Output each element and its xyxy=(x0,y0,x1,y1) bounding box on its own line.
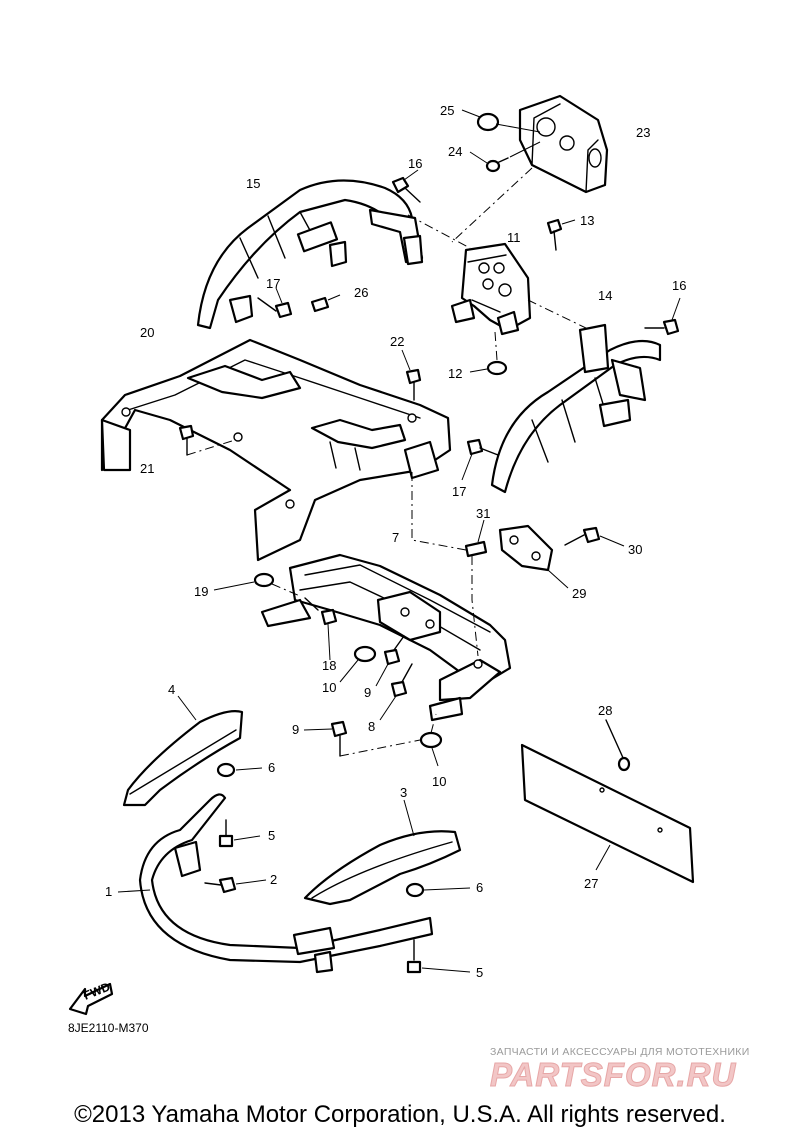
part-8-bolt xyxy=(379,663,413,721)
part-14-rail-right xyxy=(490,323,662,494)
callout-labels: 1 2 3 4 5 5 6 6 7 8 9 9 10 10 11 12 13 1… xyxy=(105,103,686,980)
part-31-label xyxy=(464,519,488,558)
part-18-bolt xyxy=(304,597,338,661)
part-7-frame xyxy=(260,553,512,722)
fwd-arrow-icon: FWD xyxy=(68,979,114,1016)
part-25-cap xyxy=(461,109,541,133)
part-16-bolt-right xyxy=(644,297,681,336)
callout-3: 3 xyxy=(400,785,407,800)
callout-21: 21 xyxy=(140,461,154,476)
callout-10-upper: 10 xyxy=(322,680,336,695)
assembly-dash-lines xyxy=(407,167,591,331)
callout-16-left: 16 xyxy=(408,156,422,171)
callout-29: 29 xyxy=(572,586,586,601)
callout-4: 4 xyxy=(168,682,175,697)
part-27-plate xyxy=(520,743,695,884)
part-9-bolt-lower xyxy=(303,720,421,757)
callout-9-upper: 9 xyxy=(364,685,371,700)
callout-7: 7 xyxy=(392,530,399,545)
part-15-rail-left xyxy=(196,179,424,330)
part-5-bolt-right xyxy=(406,939,471,974)
part-21-bolt xyxy=(178,424,236,456)
callout-6-right: 6 xyxy=(476,880,483,895)
part-19-washer xyxy=(213,572,301,597)
part-22-bolt xyxy=(401,349,422,401)
callout-28: 28 xyxy=(598,703,612,718)
watermark-tagline: ЗАПЧАСТИ И АКСЕССУАРЫ ДЛЯ МОТОТЕХНИКИ xyxy=(490,1046,750,1058)
callout-27: 27 xyxy=(584,876,598,891)
callout-5-left: 5 xyxy=(268,828,275,843)
part-16-bolt-left xyxy=(391,169,421,203)
part-20-rear-fender xyxy=(100,338,452,562)
callout-9-lower: 9 xyxy=(292,722,299,737)
callout-15: 15 xyxy=(246,176,260,191)
callout-5-right: 5 xyxy=(476,965,483,980)
part-6-collar-right xyxy=(405,882,471,898)
callout-30: 30 xyxy=(628,542,642,557)
callout-25: 25 xyxy=(440,103,454,118)
part-12-washer xyxy=(469,331,508,376)
callout-14: 14 xyxy=(598,288,612,303)
callout-20: 20 xyxy=(140,325,154,340)
part-26-label xyxy=(310,294,341,313)
dash-line-fender-to-frame xyxy=(411,472,479,657)
part-23-rear-cover xyxy=(518,94,609,194)
part-10-nut-upper xyxy=(339,645,377,683)
part-24-screw xyxy=(469,141,541,173)
callout-1: 1 xyxy=(105,884,112,899)
part-28-screw xyxy=(605,719,631,772)
callout-10-lower: 10 xyxy=(432,774,446,789)
part-4-cover-left xyxy=(122,695,244,807)
callout-16-right: 16 xyxy=(672,278,686,293)
callout-6-left: 6 xyxy=(268,760,275,775)
callout-18: 18 xyxy=(322,658,336,673)
part-17-bolt-lower xyxy=(461,438,499,481)
part-29-bracket xyxy=(498,524,569,589)
callout-12: 12 xyxy=(448,366,462,381)
callout-24: 24 xyxy=(448,144,462,159)
callout-8: 8 xyxy=(368,719,375,734)
callout-17-lower: 17 xyxy=(452,484,466,499)
callout-23: 23 xyxy=(636,125,650,140)
callout-17-upper: 17 xyxy=(266,276,280,291)
callout-19: 19 xyxy=(194,584,208,599)
diagram-code: 8JE2110-M370 xyxy=(68,1021,149,1035)
part-2-bolt xyxy=(204,876,267,894)
callout-2: 2 xyxy=(270,872,277,887)
part-10-nut-lower xyxy=(419,713,443,767)
part-17-bolt-upper xyxy=(257,287,293,319)
part-1-tube xyxy=(117,793,434,974)
callout-13: 13 xyxy=(580,213,594,228)
watermark: ЗАПЧАСТИ И АКСЕССУАРЫ ДЛЯ МОТОТЕХНИКИ PA… xyxy=(490,1046,750,1094)
callout-26: 26 xyxy=(354,285,368,300)
part-3-cover-right xyxy=(303,799,462,906)
part-6-collar-left xyxy=(216,762,263,778)
part-30-bolt xyxy=(564,526,625,547)
part-5-bolt-left xyxy=(218,819,261,848)
watermark-brand: PARTSFOR.RU xyxy=(490,1056,736,1093)
callout-22: 22 xyxy=(390,334,404,349)
part-9-bolt-upper xyxy=(375,635,405,687)
part-13-bolt xyxy=(546,218,576,251)
callout-11: 11 xyxy=(507,230,521,245)
copyright-notice: ©2013 Yamaha Motor Corporation, U.S.A. A… xyxy=(74,1101,726,1128)
part-11-bracket xyxy=(450,242,532,336)
callout-31: 31 xyxy=(476,506,490,521)
